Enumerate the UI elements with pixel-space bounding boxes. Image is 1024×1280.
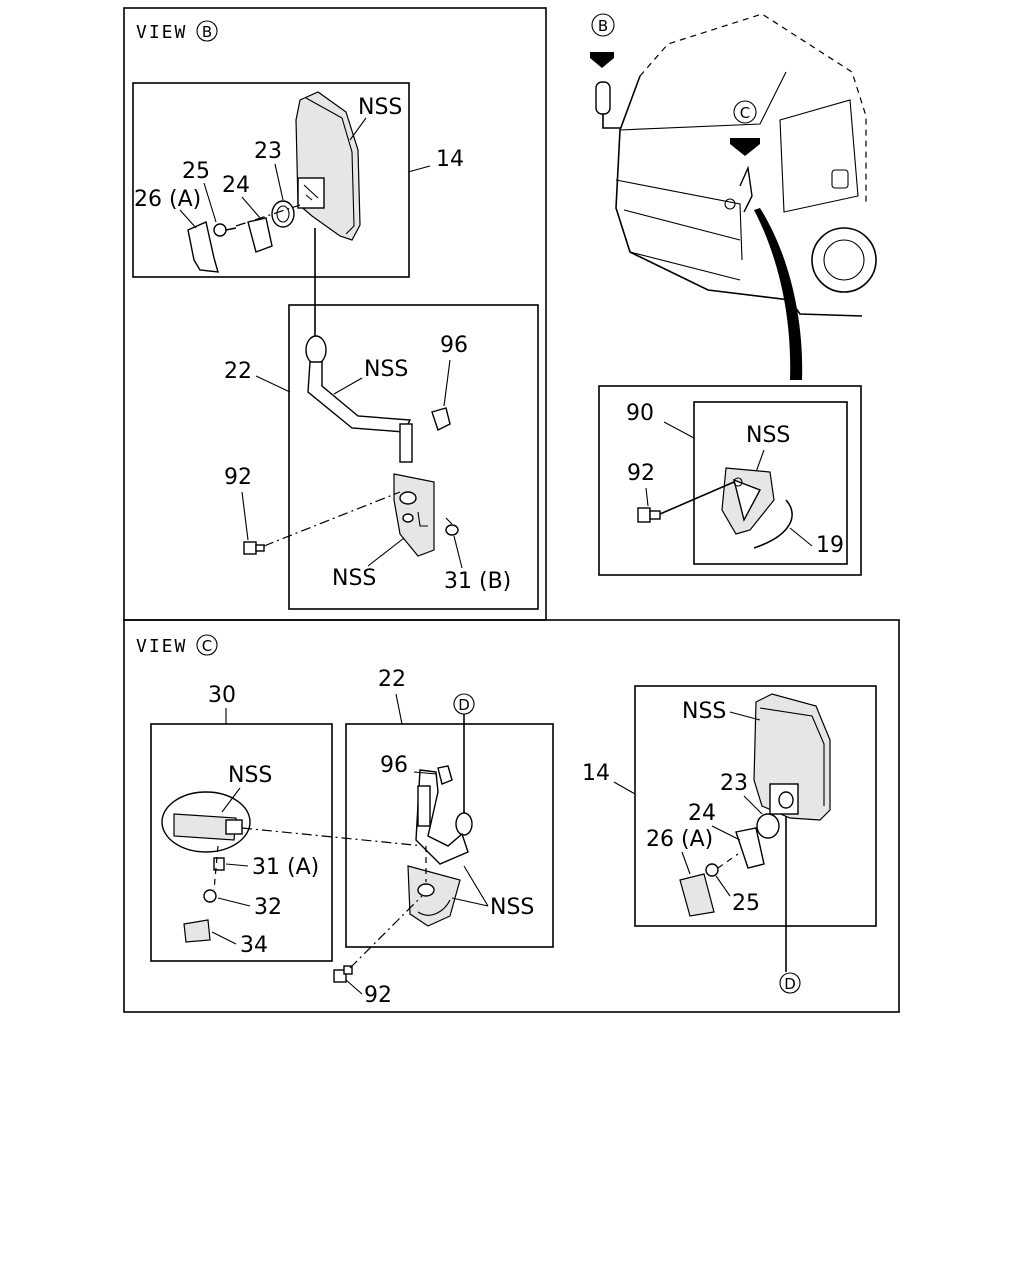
side-lens-c [161, 791, 251, 853]
view-b-label-nss-stay: NSS [364, 357, 408, 382]
view-c-panel: VIEW C 30 NSS 31 (A) 32 34 22 D [123, 619, 900, 1013]
part-96-clip-c [437, 765, 453, 785]
part-24-gasket-c [735, 827, 765, 869]
mirror-box-b [132, 82, 410, 278]
view-b-panel: VIEW B NSS 14 23 24 25 26 (A) [123, 7, 547, 621]
part-24-gasket-b [247, 217, 273, 253]
view-c-label-92: 92 [364, 983, 392, 1008]
truck-marker-c: C [740, 104, 750, 122]
part-92-bolt-b [243, 541, 265, 555]
stay-box-b [288, 304, 539, 610]
mirror-bracket-c [407, 865, 461, 927]
stay-box-c [345, 723, 554, 948]
view-c-label-34: 34 [240, 933, 268, 958]
view-b-label-nss-mirror: NSS [358, 95, 402, 120]
view-b-label-96: 96 [440, 333, 468, 358]
view-c-label-14: 14 [582, 761, 610, 786]
lens-box-c [150, 723, 333, 962]
view-b-label-23: 23 [254, 139, 282, 164]
view-b-label-nss-bracket: NSS [332, 566, 376, 591]
view-b-title: VIEW [136, 22, 187, 43]
view-c-label-22: 22 [378, 667, 406, 692]
view-c-label-nss-mirror: NSS [682, 699, 726, 724]
mirror-box-c [634, 685, 877, 927]
view-c-marker-d-bottom: D [784, 975, 796, 993]
truck-label-19: 19 [816, 533, 844, 558]
part-34-cap-c [183, 919, 211, 943]
part-32-screw-c [203, 889, 217, 903]
part-26a-cover-c [679, 873, 715, 917]
truck-label-90: 90 [626, 401, 654, 426]
view-c-label-nss-stay: NSS [490, 895, 534, 920]
mirror-stay-c [415, 769, 473, 865]
view-c-label-23: 23 [720, 771, 748, 796]
callout-swoosh [754, 208, 803, 380]
part-31b-washer-b [445, 524, 459, 536]
view-b-label-14: 14 [436, 147, 464, 172]
view-c-label-nss-lens: NSS [228, 763, 272, 788]
view-c-label-25: 25 [732, 891, 760, 916]
under-mirror-box [598, 385, 862, 576]
view-c-marker: C [202, 637, 212, 655]
view-b-label-24: 24 [222, 173, 250, 198]
view-b-marker-circle [196, 20, 218, 42]
truck-marker-b: B [598, 17, 608, 35]
view-b-label-25: 25 [182, 159, 210, 184]
part-19-seal [753, 499, 793, 549]
view-b-marker: B [202, 23, 212, 41]
view-b-label-31b: 31 (B) [444, 569, 511, 594]
view-c-label-24: 24 [688, 801, 716, 826]
view-b-label-92: 92 [224, 465, 252, 490]
view-b-label-26a: 26 (A) [134, 187, 201, 212]
view-c-label-32: 32 [254, 895, 282, 920]
part-92-bolt-truck [637, 507, 661, 523]
under-mirror-bracket [721, 467, 775, 535]
under-mirror-inner-box [693, 401, 848, 565]
arrow-c-icon [730, 138, 760, 156]
mirror-head-c [753, 693, 831, 821]
part-31a-clip-c [213, 857, 225, 871]
mirror-head-b [295, 91, 361, 241]
view-c-title: VIEW [136, 636, 187, 657]
truck-overview: B C 90 NSS 19 92 [590, 13, 877, 576]
part-96-clip-b [431, 407, 451, 431]
part-23-cap-b [271, 200, 295, 228]
view-c-label-96: 96 [380, 753, 408, 778]
part-92-bolt-c [333, 965, 353, 983]
part-23-cap-c [756, 813, 780, 839]
mirror-bracket-b [393, 473, 435, 557]
view-c-label-26a: 26 (A) [646, 827, 713, 852]
view-b-label-22: 22 [224, 359, 252, 384]
part-26a-cover-b [187, 221, 219, 273]
truck-label-nss: NSS [746, 423, 790, 448]
view-c-label-31a: 31 (A) [252, 855, 319, 880]
view-b-frame [123, 7, 547, 621]
arrow-b-icon [590, 52, 614, 68]
view-c-label-30: 30 [208, 683, 236, 708]
mirror-stay-b [305, 335, 413, 463]
truck-label-92: 92 [627, 461, 655, 486]
part-25-screw-b [213, 223, 227, 237]
view-c-frame [123, 619, 900, 1013]
part-25-screw-c [705, 863, 719, 877]
view-c-marker-d-top: D [458, 696, 470, 714]
